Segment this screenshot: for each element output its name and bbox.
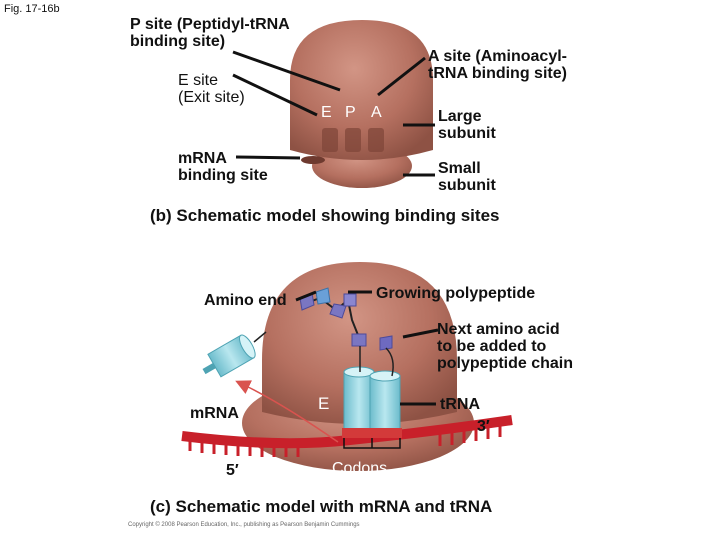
a-site-label: A site (Aminoacyl-tRNA binding site) [428,48,567,82]
trna-p-site [342,366,376,438]
copyright-notice: Copyright © 2008 Pearson Education, Inc.… [128,522,360,528]
panel-c-leader-lines [295,290,439,406]
e-site-label: E site(Exit site) [178,72,245,106]
trna-exit-arrow [235,380,339,443]
codons-label: Codons [332,460,388,477]
mrna-binding-groove [301,156,325,164]
codons-bracket [343,438,401,449]
panel-c-caption: (c) Schematic model with mRNA and tRNA [150,497,493,516]
site-letter-e: E [321,104,332,121]
e-site-letter-c: E [318,394,330,413]
large-subunit-shape [290,20,433,160]
site-letter-p: P [345,104,356,121]
mrna-strand [181,415,513,457]
three-prime-label: 3′ [477,418,490,435]
trna-label: tRNA [440,396,480,413]
trna-a-site [368,370,402,438]
trna-departing [202,334,256,378]
site-letter-a: A [371,104,382,121]
panel-b-leader-lines [232,50,435,177]
e-site-slot [322,128,338,152]
mrna-label: mRNA [190,405,239,422]
figure-label: Fig. 17-16b [4,3,60,15]
growing-polypeptide-label: Growing polypeptide [376,285,536,302]
a-site-slot [368,128,384,152]
panel-b-ribosome [290,20,433,188]
departing-trna-stem [253,331,267,343]
five-prime-label: 5′ [226,462,239,479]
panel-b-caption: (b) Schematic model showing binding site… [150,206,500,225]
p-site-slot [345,128,361,152]
amino-end-label: Amino end [204,292,287,309]
